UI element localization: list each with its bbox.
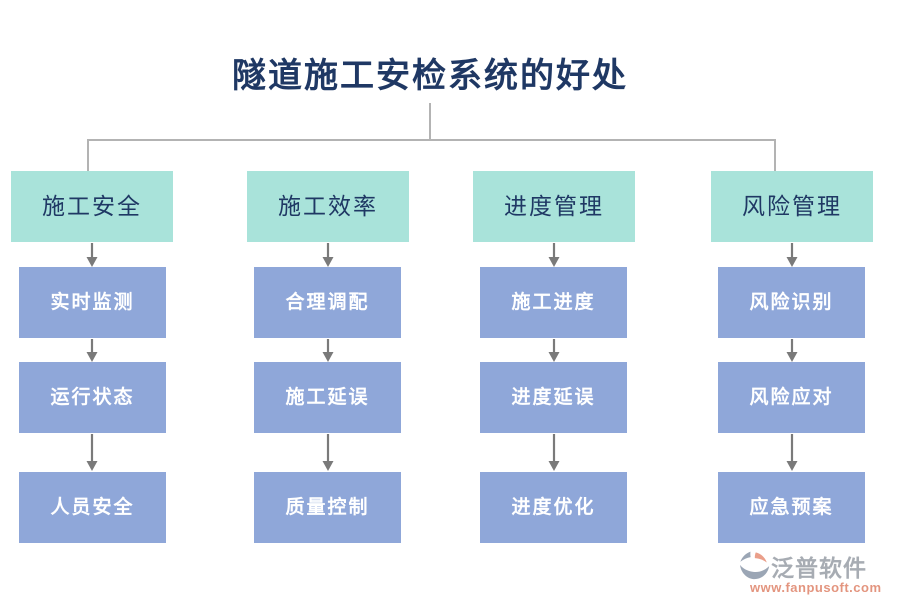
benefit-box: 风险应对 <box>718 362 865 433</box>
diagram-title: 隧道施工安检系统的好处 <box>232 58 628 95</box>
benefit-box: 应急预案 <box>718 472 865 543</box>
benefit-box: 施工延误 <box>254 362 401 433</box>
benefit-box: 风险识别 <box>718 267 865 338</box>
category-header-efficiency: 施工效率 <box>247 171 409 242</box>
brand-name: 泛普软件 <box>771 555 867 581</box>
benefit-box: 实时监测 <box>19 267 166 338</box>
category-header-risk: 风险管理 <box>711 171 873 242</box>
benefit-box: 人员安全 <box>19 472 166 543</box>
category-header-safety: 施工安全 <box>11 171 173 242</box>
fanpu-logo-icon <box>740 551 770 579</box>
benefit-box: 进度延误 <box>480 362 627 433</box>
benefit-box: 施工进度 <box>480 267 627 338</box>
tree-connector <box>87 103 776 172</box>
benefit-box: 进度优化 <box>480 472 627 543</box>
benefit-box: 运行状态 <box>19 362 166 433</box>
brand-watermark: 泛普软件 www.fanpusoft.com <box>738 549 894 595</box>
benefit-box: 质量控制 <box>254 472 401 543</box>
benefit-box: 合理调配 <box>254 267 401 338</box>
brand-url: www.fanpusoft.com <box>750 580 882 595</box>
category-header-progress: 进度管理 <box>473 171 635 242</box>
